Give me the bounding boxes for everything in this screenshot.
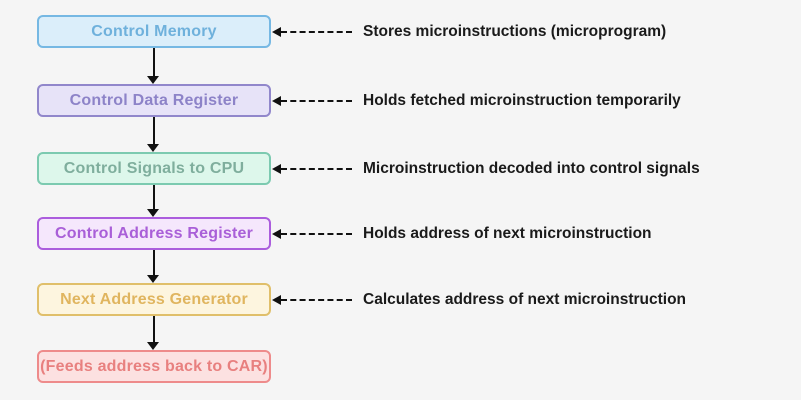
arrowhead-left-icon: [272, 95, 281, 106]
node-label: Control Signals to CPU: [63, 159, 245, 177]
callout-control-signals-to-cpu: Microinstruction decoded into control si…: [272, 158, 700, 179]
node-feeds-address-back-to-car: (Feeds address back to CAR): [37, 350, 271, 383]
arrow-line: [152, 48, 155, 78]
annotation-text: Holds fetched microinstruction temporari…: [363, 91, 681, 109]
dashed-connector: [281, 298, 352, 301]
callout-control-memory: Stores microinstructions (microprogram): [272, 21, 666, 42]
arrowhead-down-icon: [147, 209, 159, 217]
down-arrow-icon: [147, 316, 160, 350]
arrowhead-left-icon: [272, 294, 281, 305]
arrow-line: [152, 316, 155, 344]
arrow-line: [152, 250, 155, 277]
annotation-text: Microinstruction decoded into control si…: [363, 159, 700, 177]
node-label: (Feeds address back to CAR): [40, 357, 268, 375]
node-control-data-register: Control Data Register: [37, 84, 271, 117]
arrow-line: [152, 185, 155, 211]
arrowhead-down-icon: [147, 144, 159, 152]
dashed-connector: [281, 99, 352, 102]
node-control-address-register: Control Address Register: [37, 217, 271, 250]
callout-control-data-register: Holds fetched microinstruction temporari…: [272, 90, 681, 111]
dashed-connector: [281, 167, 352, 170]
node-label: Control Address Register: [54, 224, 254, 242]
down-arrow-icon: [147, 117, 160, 152]
annotation-text: Calculates address of next microinstruct…: [363, 290, 687, 308]
arrowhead-left-icon: [272, 163, 281, 174]
node-label: Control Data Register: [69, 91, 239, 109]
dashed-connector: [281, 232, 352, 235]
down-arrow-icon: [147, 250, 160, 283]
node-label: Control Memory: [91, 22, 217, 40]
arrowhead-down-icon: [147, 76, 159, 84]
arrow-line: [152, 117, 155, 146]
node-control-signals-to-cpu: Control Signals to CPU: [37, 152, 271, 185]
arrowhead-left-icon: [272, 228, 281, 239]
annotation-text: Holds address of next microinstruction: [363, 224, 652, 242]
callout-next-address-generator: Calculates address of next microinstruct…: [272, 289, 686, 310]
callout-control-address-register: Holds address of next microinstruction: [272, 223, 652, 244]
annotation-text: Stores microinstructions (microprogram): [363, 22, 667, 40]
down-arrow-icon: [147, 185, 160, 217]
node-control-memory: Control Memory: [37, 15, 271, 48]
arrowhead-down-icon: [147, 342, 159, 350]
dashed-connector: [281, 30, 352, 33]
down-arrow-icon: [147, 48, 160, 84]
arrowhead-down-icon: [147, 275, 159, 283]
arrowhead-left-icon: [272, 26, 281, 37]
node-label: Next Address Generator: [60, 290, 248, 308]
node-next-address-generator: Next Address Generator: [37, 283, 271, 316]
